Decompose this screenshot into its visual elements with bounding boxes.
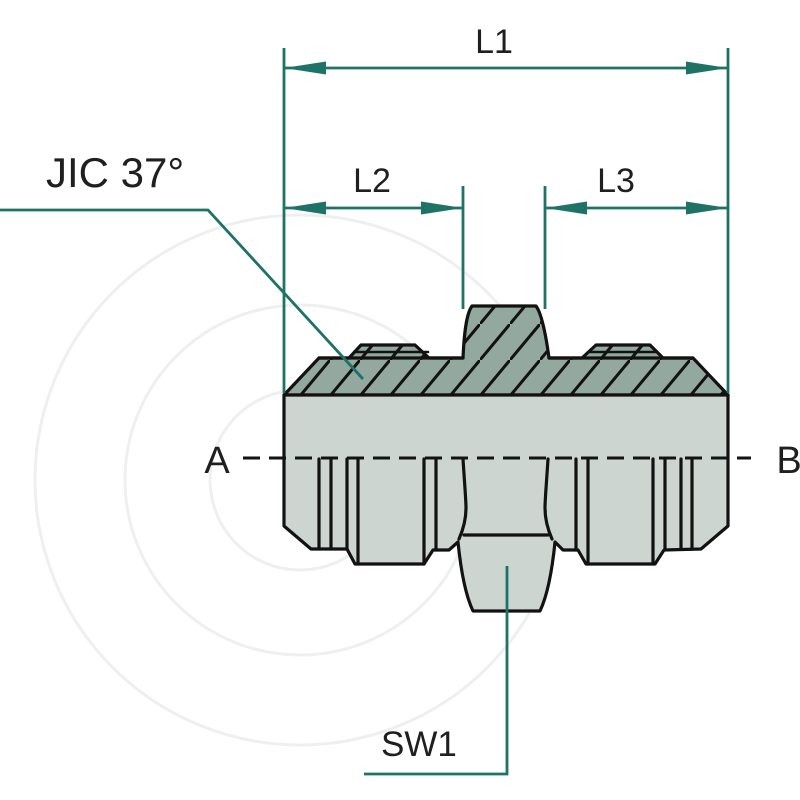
fitting-body-bottom [282,393,730,613]
dim-l3-label: L3 [597,162,635,200]
callout-thread-standard: JIC 37° [0,149,365,380]
end-b-label: B [776,440,800,482]
body-silhouette [284,395,728,611]
hex-side-left [457,457,468,541]
leader-line-jic [0,208,365,380]
leader-line-sw1 [364,566,509,776]
thread-standard-label: JIC 37° [46,149,184,196]
fitting-section-top [282,304,730,397]
callout-wrench-flats: SW1 [364,566,509,776]
hex-nut [457,457,554,541]
arrowhead-left [284,201,326,215]
arrowhead-left [284,61,326,75]
dimension-l3: L3 [543,162,728,309]
dim-l2-label: L2 [353,162,391,200]
arrowhead-right [686,61,728,75]
body-outline [282,393,730,613]
arrowhead-left [545,201,587,215]
dimension-l2: L2 [284,162,465,309]
end-a-label: A [204,440,230,482]
section-hatching [284,306,728,395]
hex-side-right [543,457,554,541]
arrowhead-right [686,201,728,215]
thread-lines-port-b [574,457,694,566]
dimension-l1: L1 [282,23,730,393]
dim-l1-label: L1 [475,23,513,61]
arrowhead-right [421,201,463,215]
thread-lines-port-a [317,457,438,566]
wrench-flats-label: SW1 [381,725,457,764]
